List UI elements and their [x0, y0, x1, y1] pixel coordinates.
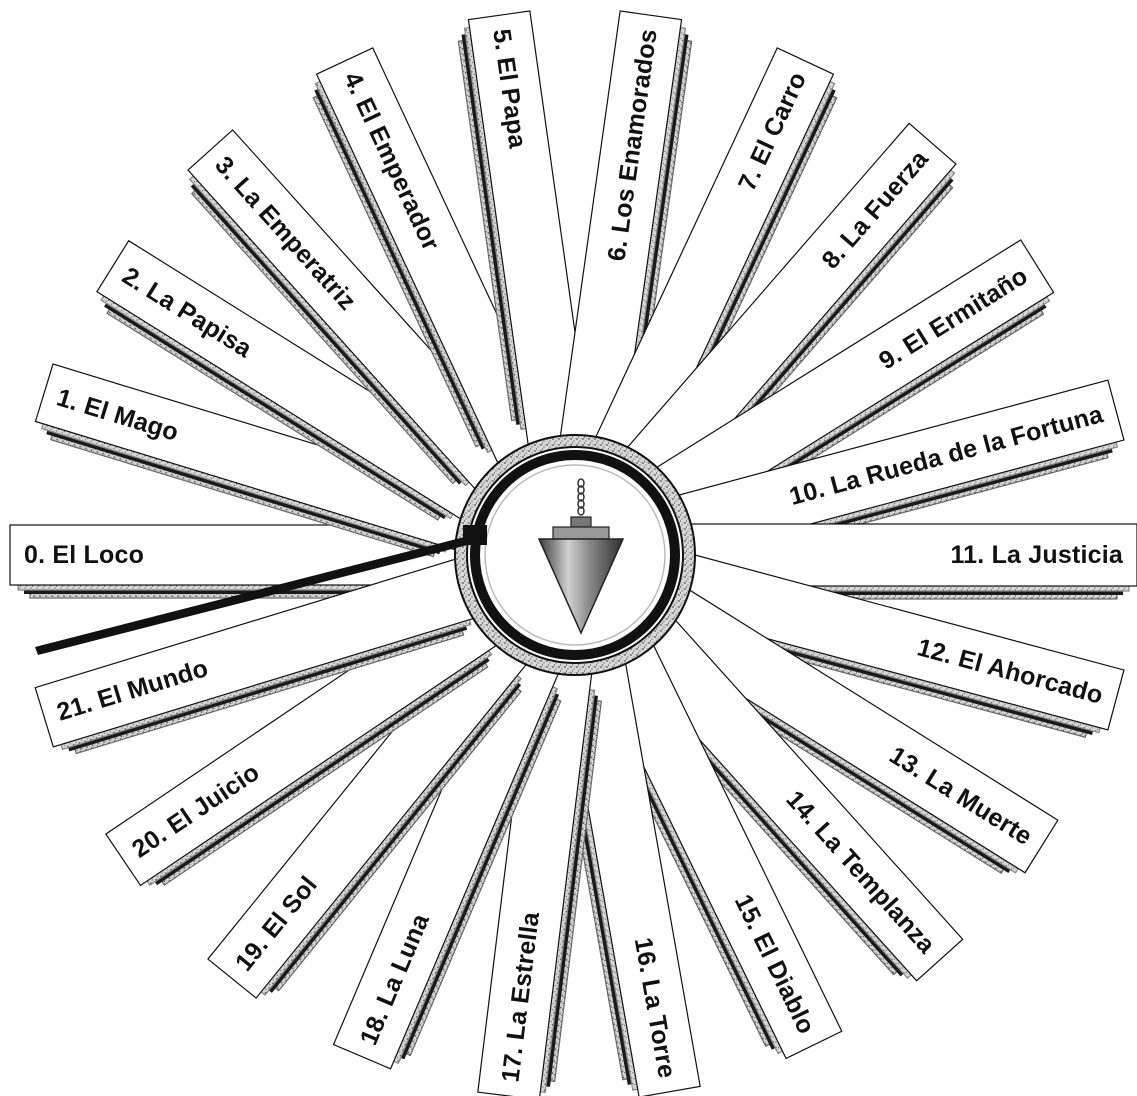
card-label: 11. La Justicia — [950, 541, 1123, 569]
card-label: 0. El Loco — [24, 541, 144, 569]
